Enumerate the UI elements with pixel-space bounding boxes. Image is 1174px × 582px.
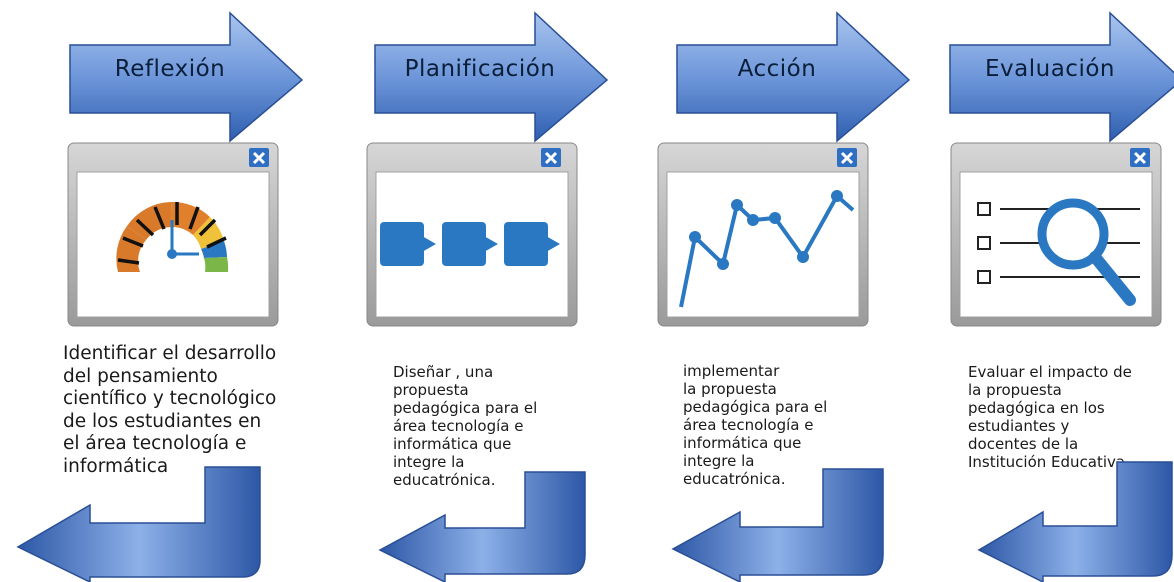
line-graph-icon (679, 190, 855, 308)
stage-description: Evaluar el impacto de la propuesta pedag… (968, 363, 1132, 471)
window-reflexion (67, 142, 279, 327)
window-accion (657, 142, 869, 327)
stage-title: Acción (737, 56, 817, 82)
close-icon[interactable] (249, 148, 269, 167)
close-icon[interactable] (1130, 148, 1150, 167)
stage-arrow-planificacion: Planificación (374, 8, 615, 143)
return-arrow-accion (668, 467, 888, 582)
stage-description: Identificar el desarrollo del pensamient… (63, 343, 277, 477)
stage-title: Planificación (404, 56, 556, 82)
close-icon[interactable] (541, 148, 561, 167)
return-arrow-reflexion (10, 465, 270, 582)
stage-description: implementar la propuesta pedagógica para… (683, 362, 828, 488)
window-evaluacion (950, 142, 1162, 327)
stage-title: Reflexión (114, 56, 226, 82)
stage-arrow-accion: Acción (676, 8, 917, 143)
return-arrow-evaluacion (975, 460, 1174, 582)
return-arrow-planificacion (375, 470, 590, 582)
stage-arrow-evaluacion: Evaluación (949, 8, 1174, 143)
checklist-magnifier-icon (977, 198, 1140, 306)
stage-title: Evaluación (985, 56, 1115, 82)
close-icon[interactable] (837, 148, 857, 167)
speedometer-icon (116, 201, 229, 272)
stage-description: Diseñar , una propuesta pedagógica para … (393, 363, 538, 489)
stage-arrow-reflexion: Reflexión (69, 8, 310, 143)
window-planificacion (366, 142, 578, 327)
process-flow-icon (380, 222, 560, 266)
